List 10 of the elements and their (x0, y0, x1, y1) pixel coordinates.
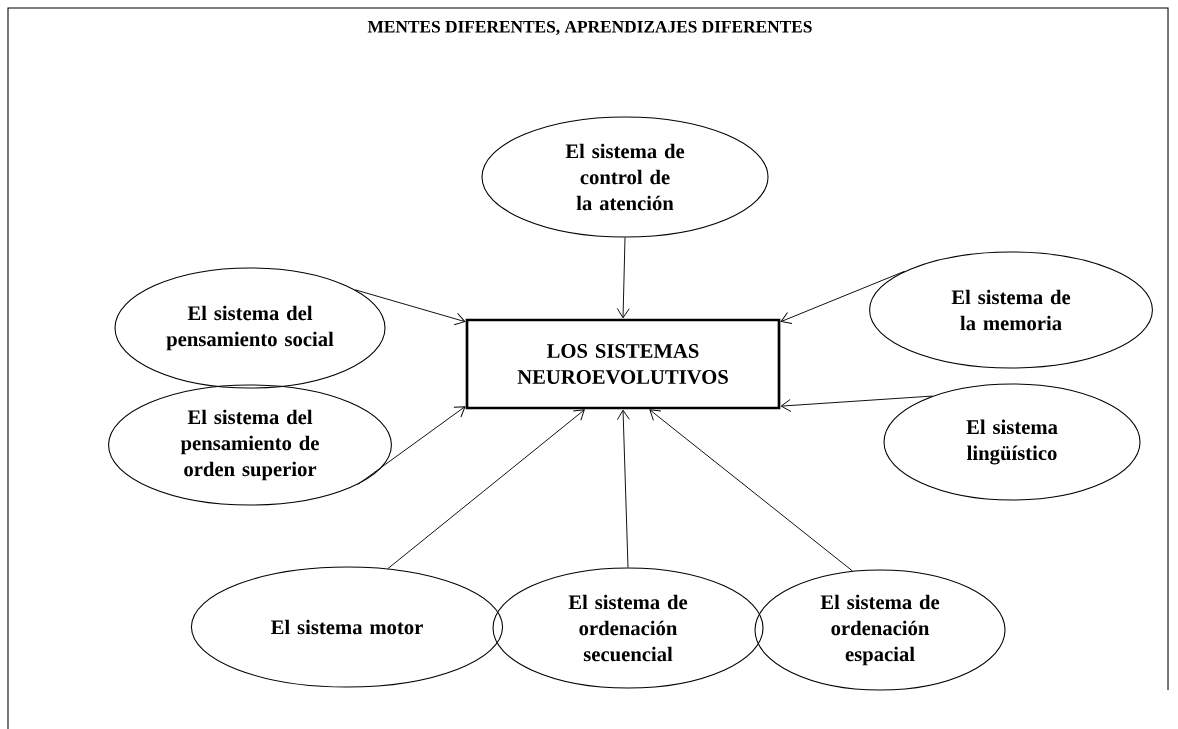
central-box: LOS SISTEMAS NEUROEVOLUTIVOS (465, 318, 781, 410)
arrow (616, 237, 630, 319)
arrow (357, 406, 466, 485)
title: MENTES DIFERENTES, APRENDIZAJES DIFERENTES (367, 20, 812, 36)
arrow (354, 289, 466, 326)
arrow (387, 409, 585, 570)
arrow (616, 409, 630, 568)
arrow (780, 395, 933, 412)
arrow (649, 409, 853, 572)
arrow (780, 270, 906, 325)
